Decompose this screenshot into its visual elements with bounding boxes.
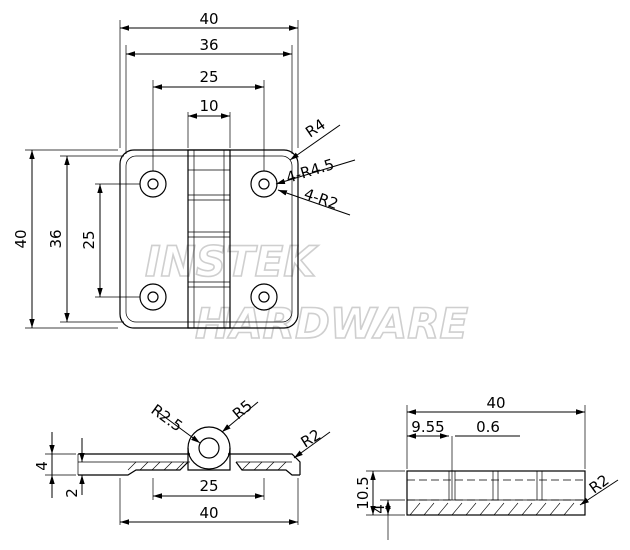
dim-side-thickness-4: 4: [370, 504, 388, 514]
side-section-hatching: [409, 502, 575, 516]
watermark-line-2: HARDWARE: [195, 299, 469, 348]
dim-leaf-2: 2: [63, 488, 81, 498]
dim-offset-0-6: 0.6: [476, 418, 500, 436]
dim-width-10: 10: [199, 97, 218, 115]
dim-hole-spacing-25: 25: [199, 477, 218, 495]
note-knuckle-outer: R5: [229, 396, 256, 423]
knuckle-outer: [187, 426, 231, 470]
side-view: 40 9.55 0.6 10.5 4 R2: [354, 394, 619, 540]
dim-offset-9-55: 9.55: [411, 418, 444, 436]
knuckle-segments: [188, 169, 230, 288]
knuckle-pin: [198, 437, 220, 459]
dim-side-width-40: 40: [486, 394, 505, 412]
front-view: 4 2 25 40 R2.5 R5 R2: [33, 396, 331, 525]
note-side-edge-radius: R2: [586, 471, 613, 497]
dim-width-36: 36: [199, 36, 218, 54]
knuckle-barrel: [187, 149, 231, 329]
dim-side-height-10-5: 10.5: [354, 476, 372, 509]
note-outer-radius: R4: [302, 115, 329, 141]
left-leaf: [78, 453, 190, 476]
note-front-edge-radius: R2: [298, 426, 324, 452]
section-hatching: [127, 461, 287, 471]
dim-height-36: 36: [47, 229, 65, 248]
watermark-line-1: INSTEK: [145, 237, 319, 286]
side-outline: [406, 470, 586, 516]
dim-height-40: 40: [12, 229, 30, 248]
dim-thickness-4: 4: [33, 461, 51, 471]
side-knuckle-segments: [448, 436, 543, 500]
watermark: INSTEK HARDWARE: [144, 236, 469, 349]
dim-overall-width-40: 40: [199, 504, 218, 522]
right-leaf: [228, 453, 301, 476]
note-knuckle-inner: R2.5: [148, 401, 186, 436]
plate-inner-outline: [125, 155, 293, 323]
dim-width-40: 40: [199, 10, 218, 28]
note-hole-radius: 4-R4.5: [284, 155, 336, 187]
dim-height-25: 25: [80, 230, 98, 249]
dim-width-25: 25: [199, 68, 218, 86]
note-inner-radius: 4-R2: [302, 185, 341, 213]
